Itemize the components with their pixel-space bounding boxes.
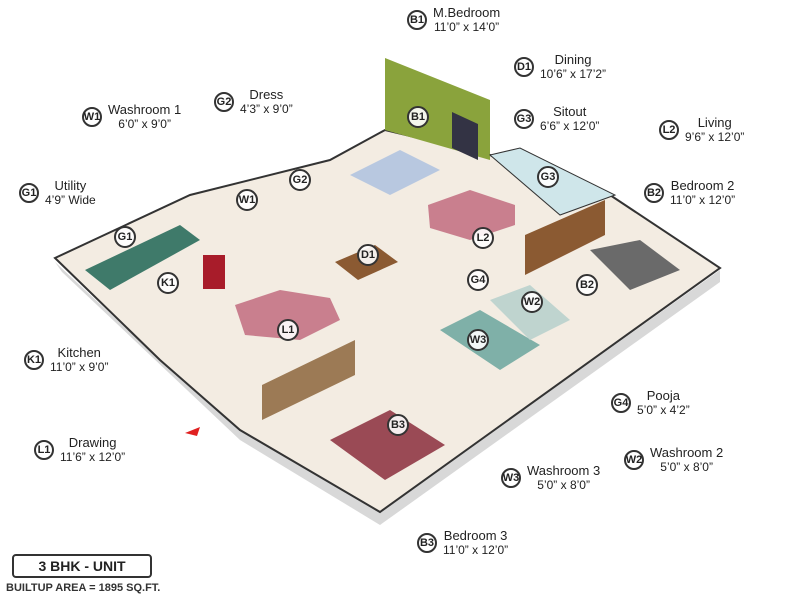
- legend-code: B3: [417, 533, 437, 553]
- marker-g2: G2: [289, 169, 311, 191]
- room-dims: 11’0” x 9’0”: [50, 360, 109, 374]
- room-name: Bedroom 2: [670, 178, 735, 193]
- legend-code: G4: [611, 393, 631, 413]
- kitchen-counter: [85, 225, 200, 290]
- legend-code: G3: [514, 109, 534, 129]
- marker-w3: W3: [467, 329, 489, 351]
- legend-code: D1: [514, 57, 534, 77]
- marker-g3: G3: [537, 166, 559, 188]
- room-dims: 9’6” x 12’0”: [685, 130, 745, 144]
- room-dims: 5’0” x 4’2”: [637, 403, 690, 417]
- room-name: Washroom 1: [108, 102, 182, 117]
- room-name: Living: [697, 115, 732, 130]
- room-dims: 6’6” x 12’0”: [540, 119, 600, 133]
- legend-code: W1: [82, 107, 102, 127]
- legend-code: L1: [34, 440, 54, 460]
- legend-code: L2: [659, 120, 679, 140]
- marker-g4: G4: [467, 269, 489, 291]
- room-dims: 4’9” Wide: [45, 193, 96, 207]
- legend-code: G1: [19, 183, 39, 203]
- washroom-w3-floor: [440, 310, 540, 370]
- marker-b1: B1: [407, 106, 429, 128]
- room-dims: 5’0” x 8’0”: [660, 460, 713, 474]
- marker-d1: D1: [357, 244, 379, 266]
- builtup-area: BUILTUP AREA = 1895 SQ.FT.: [6, 582, 161, 594]
- wardrobe-b2: [525, 200, 605, 275]
- room-name: Kitchen: [57, 345, 101, 360]
- room-dims: 11’6” x 12’0”: [60, 450, 126, 464]
- entry-arrow: [185, 427, 200, 436]
- window: [452, 112, 478, 160]
- room-dims: 11’0” x 12’0”: [443, 543, 509, 557]
- room-name: M.Bedroom: [433, 5, 501, 20]
- room-name: Dress: [249, 87, 284, 102]
- room-dims: 11’0” x 12’0”: [670, 193, 736, 207]
- legend-code: B2: [644, 183, 664, 203]
- marker-k1: K1: [157, 272, 179, 294]
- marker-l2: L2: [472, 227, 494, 249]
- legend-code: G2: [214, 92, 234, 112]
- marker-w1: W1: [236, 189, 258, 211]
- room-name: Washroom 2: [650, 445, 724, 460]
- room-name: Sitout: [553, 104, 587, 119]
- living-sofa-l2: [428, 190, 515, 240]
- bed-b2: [590, 240, 680, 290]
- marker-b3: B3: [387, 414, 409, 436]
- unit-title: 3 BHK - UNIT: [12, 554, 152, 578]
- room-name: Dining: [554, 52, 592, 67]
- room-name: Drawing: [68, 435, 117, 450]
- room-dims: 4’3” x 9’0”: [240, 102, 293, 116]
- wardrobe-b3: [262, 340, 355, 420]
- room-name: Utility: [54, 178, 87, 193]
- marker-g1: G1: [114, 226, 136, 248]
- legend-code: K1: [24, 350, 44, 370]
- room-dims: 10’6” x 17’2”: [540, 67, 607, 81]
- room-name: Pooja: [646, 388, 680, 403]
- master-bed: [350, 150, 440, 195]
- living-sofa-l1: [235, 290, 340, 340]
- legend-code: W2: [624, 450, 644, 470]
- bed-b3: [330, 410, 445, 480]
- marker-b2: B2: [576, 274, 598, 296]
- legend-code: B1: [407, 10, 427, 30]
- room-dims: 5’0” x 8’0”: [537, 478, 590, 492]
- fridge: [203, 255, 225, 289]
- legend-code: W3: [501, 468, 521, 488]
- marker-l1: L1: [277, 319, 299, 341]
- room-name: Bedroom 3: [443, 528, 508, 543]
- marker-w2: W2: [521, 291, 543, 313]
- room-name: Washroom 3: [527, 463, 601, 478]
- room-dims: 6’0” x 9’0”: [118, 117, 171, 131]
- room-dims: 11’0” x 14’0”: [434, 20, 500, 34]
